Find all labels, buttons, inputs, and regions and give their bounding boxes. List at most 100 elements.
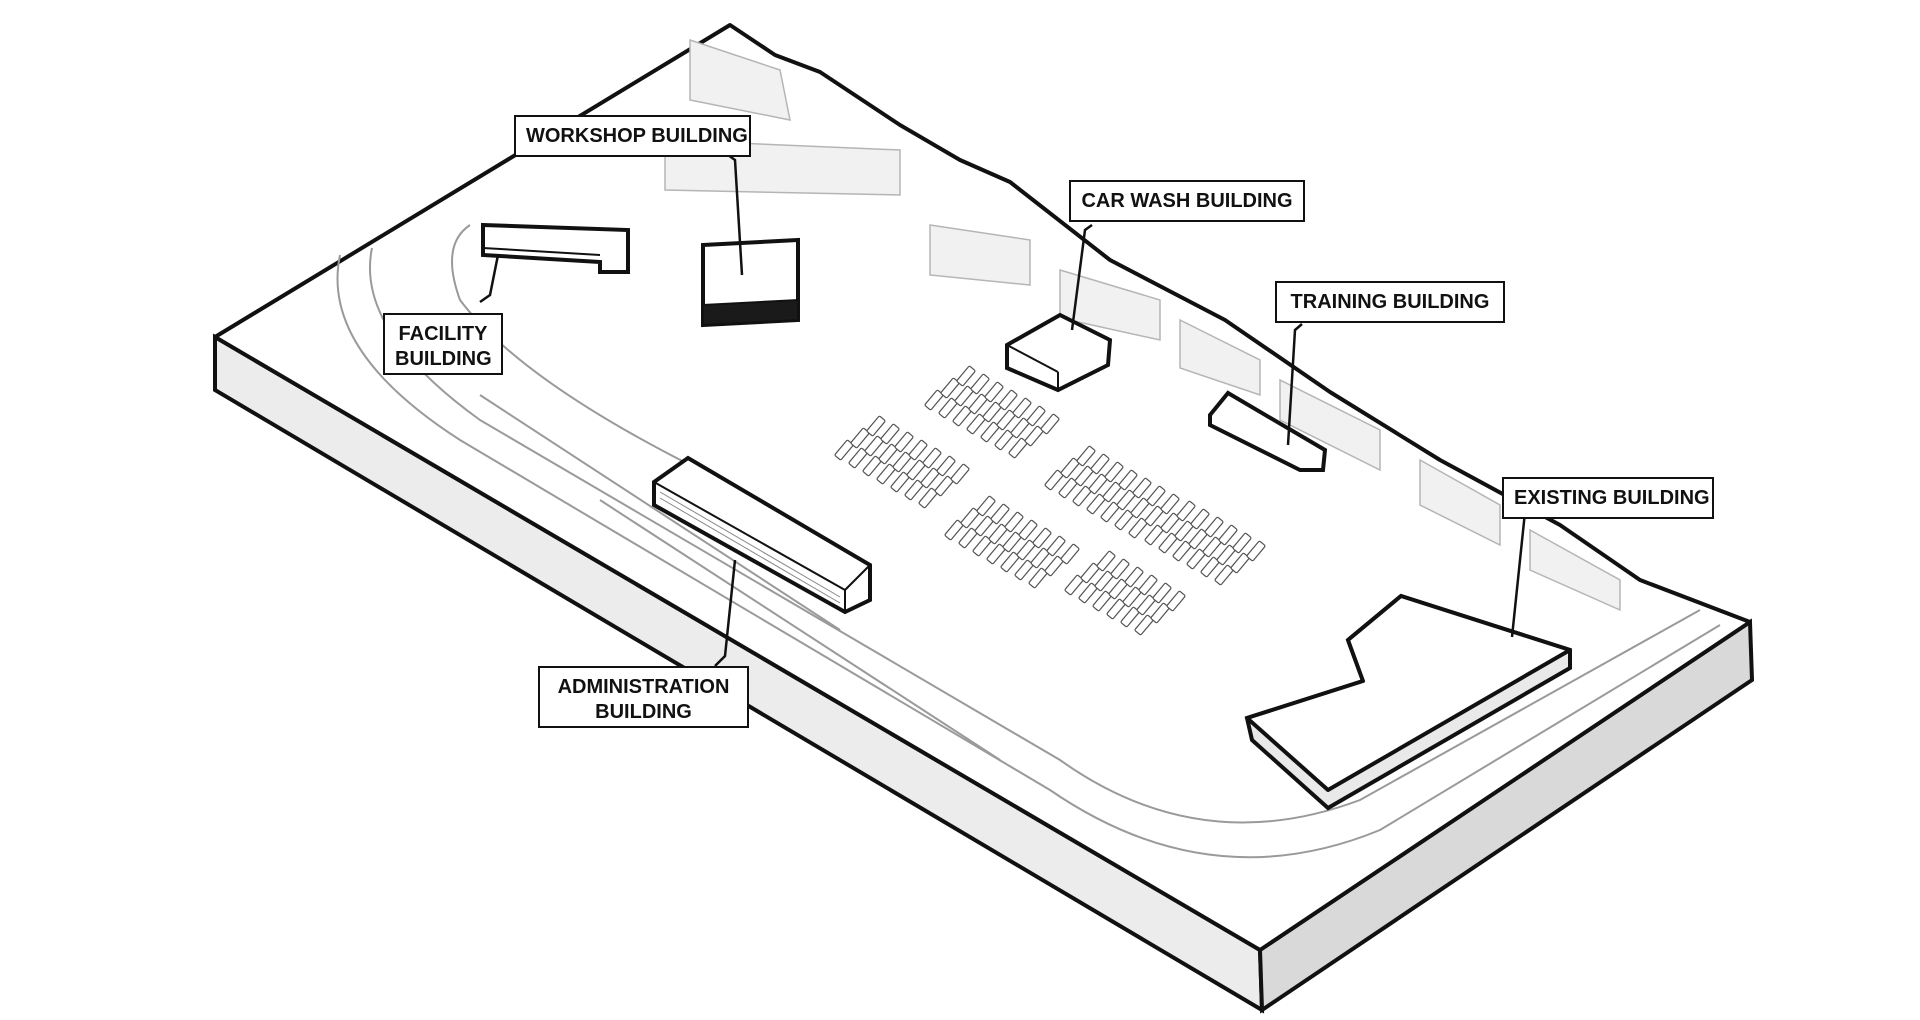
parked-bus [864,435,884,457]
parked-bus [1090,453,1110,475]
parked-bus [996,409,1016,431]
parked-bus [1044,469,1064,491]
parked-bus [960,507,980,529]
parked-bus [1064,574,1084,596]
parked-bus [986,543,1006,565]
parked-bus [970,373,990,395]
parked-bus [862,455,882,477]
parked-bus [1200,556,1220,578]
parked-bus [894,431,914,453]
parked-bus [1010,417,1030,439]
parked-bus [1152,582,1172,604]
parked-bus [1186,548,1206,570]
parked-bus [1124,566,1144,588]
parked-bus [944,519,964,541]
parked-bus [1158,532,1178,554]
parked-bus [994,429,1014,451]
facility-label-line-2: BUILDING [395,348,492,370]
parked-bus [1172,540,1192,562]
parked-bus [1012,397,1032,419]
parked-bus [878,443,898,465]
parked-bus [1076,445,1096,467]
parked-bus [1116,489,1136,511]
parked-bus [1016,539,1036,561]
parked-bus [1046,535,1066,557]
parked-bus [1144,524,1164,546]
parked-bus [1134,614,1154,636]
parked-bus [1110,558,1130,580]
parked-bus [1058,477,1078,499]
parked-bus [1132,477,1152,499]
parked-bus [974,515,994,537]
parked-bus [1130,497,1150,519]
parked-bus [1160,512,1180,534]
parked-bus [1122,586,1142,608]
parked-bus [952,405,972,427]
parked-bus [1190,508,1210,530]
facility-building-label: FACILITY BUILDING [383,313,503,375]
parked-bus [848,447,868,469]
parked-bus [1118,469,1138,491]
parked-bus [1072,485,1092,507]
parked-bus [984,381,1004,403]
parked-bus [990,503,1010,525]
administration-label-line-1: ADMINISTRATION [557,676,730,698]
parked-bus [1188,528,1208,550]
parked-bus [958,527,978,549]
parked-bus [1002,531,1022,553]
parked-bus [1088,473,1108,495]
parked-bus [1096,550,1116,572]
parked-bus [1120,606,1140,628]
parked-bus [880,423,900,445]
parked-bus [1176,500,1196,522]
administration-label-line-2: BUILDING [595,701,692,723]
bus-parking-area [834,365,1266,636]
parked-bus [920,467,940,489]
parked-bus [1100,501,1120,523]
parked-bus [1138,574,1158,596]
administration-building-shape [652,455,872,615]
parked-bus [922,447,942,469]
parked-bus [1136,594,1156,616]
parked-bus [1004,511,1024,533]
parked-bus [1204,516,1224,538]
parked-bus [1060,457,1080,479]
parked-bus [1018,519,1038,541]
parked-bus [1246,540,1266,562]
existing-building-shape [1244,593,1572,811]
parked-bus [1202,536,1222,558]
parked-bus [876,463,896,485]
parked-bus [1214,564,1234,586]
parked-bus [1040,413,1060,435]
administration-building-label: ADMINISTRATION BUILDING [538,666,749,728]
parked-bus [968,393,988,415]
car-wash-building-shape [1005,312,1113,393]
parked-bus [940,377,960,399]
training-building-shape [1208,390,1328,472]
parked-bus [1044,555,1064,577]
parked-bus [834,439,854,461]
parked-bus [1144,505,1164,527]
parked-bus [1086,493,1106,515]
parked-bus [918,487,938,509]
workshop-building-shape [701,237,800,328]
parked-bus [1008,437,1028,459]
parked-bus [866,415,886,437]
parked-bus [1146,485,1166,507]
parked-bus [1000,551,1020,573]
parked-bus [1230,552,1250,574]
parked-bus [1174,520,1194,542]
parked-bus [1232,532,1252,554]
parked-bus [1104,461,1124,483]
parked-bus [1014,559,1034,581]
parked-bus [1094,570,1114,592]
parked-bus [956,365,976,387]
training-building-label: TRAINING BUILDING [1275,281,1505,323]
parked-bus [1114,509,1134,531]
parked-bus [924,389,944,411]
parked-bus [1160,493,1180,515]
parked-bus [1106,598,1126,620]
parked-bus [998,389,1018,411]
parked-bus [1216,544,1236,566]
